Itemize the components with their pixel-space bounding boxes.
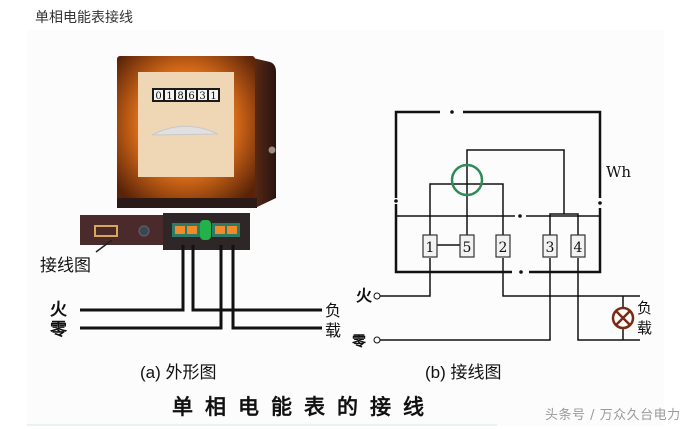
wiring-diagram-label: 接线图 [40, 256, 91, 276]
terminal-box-2 [495, 234, 511, 258]
terminal-cover [80, 213, 250, 250]
terminal-box-3 [542, 234, 558, 258]
counter-digit: 8 [177, 91, 183, 102]
terminal-number: 5 [463, 240, 472, 256]
terminal-4 [227, 226, 237, 234]
terminal-box-1 [422, 234, 438, 258]
figure-bottom-border [27, 424, 497, 426]
counter-digit-cell [187, 90, 196, 100]
figure-b-caption: (b) 接线图 [425, 363, 502, 382]
footer-heading: 单相电能表的接线 [172, 394, 436, 419]
terminal-number: 3 [546, 240, 555, 256]
figure-a-caption: (a) 外形图 [140, 363, 217, 382]
wiring-diagram-plate-icon [94, 225, 118, 237]
meter-face [138, 72, 234, 177]
figure-b-live-label: 火 [356, 286, 373, 305]
figure-b-load-label-top: 负 [637, 299, 652, 317]
counter-digit-cell [165, 90, 174, 100]
meter-base-shadow [117, 198, 257, 208]
counter-digit: 0 [155, 91, 161, 102]
figure-a-load-label-top: 负 [325, 301, 341, 320]
wire-live-in [80, 245, 185, 312]
figure-b-load-label-bottom: 载 [637, 319, 652, 337]
live-input-terminal [373, 292, 381, 300]
terminal-1 [175, 226, 185, 234]
meter-side-panel [253, 58, 276, 208]
counter-digit-cell [176, 90, 185, 100]
figure-a-wires [80, 245, 322, 330]
meter-symbol-label: Wh [606, 163, 631, 181]
meter-window [151, 125, 219, 136]
meter-latch-icon [268, 146, 276, 154]
counter-digit: 6 [188, 91, 194, 102]
counter-digit-cell [154, 90, 163, 100]
lamp-icon [611, 306, 635, 330]
terminal-divider [200, 220, 211, 240]
schematic [380, 110, 640, 341]
wire-neutral-out [231, 245, 322, 330]
wire-live-out [191, 245, 322, 312]
figure-b-neutral-label: 零 [351, 333, 367, 350]
counter-digit-cell [198, 90, 207, 100]
page-title: 单相电能表接线 [35, 10, 133, 26]
terminal-number: 1 [426, 240, 435, 256]
figure-a-load-label-bottom: 载 [325, 321, 341, 340]
schematic-dots [394, 110, 602, 274]
wire-neutral-in [80, 245, 223, 330]
terminal-number: 2 [499, 240, 508, 256]
leader-line [95, 239, 113, 253]
terminal-number: 4 [574, 240, 583, 256]
terminal-2 [187, 226, 197, 234]
terminal-box-5 [459, 234, 475, 258]
cover-plate [80, 215, 170, 245]
counter-digit-cell [209, 90, 218, 100]
figure-a-neutral-label: 零 [49, 320, 68, 340]
watermark: 头条号 / 万众久台电力 [545, 408, 681, 423]
counter-digit: 3 [199, 91, 205, 102]
meter-coil-icon [450, 163, 484, 197]
terminal-3 [215, 226, 225, 234]
terminal-boxes: 1 5 2 3 4 [422, 234, 586, 258]
terminal-box-4 [570, 234, 586, 258]
neutral-input-terminal [373, 336, 381, 344]
counter-digit: 1 [166, 91, 172, 102]
seal-screw-icon [138, 225, 150, 237]
counter-digit: 1 [210, 91, 216, 102]
figure-a-live-label: 火 [50, 300, 68, 320]
